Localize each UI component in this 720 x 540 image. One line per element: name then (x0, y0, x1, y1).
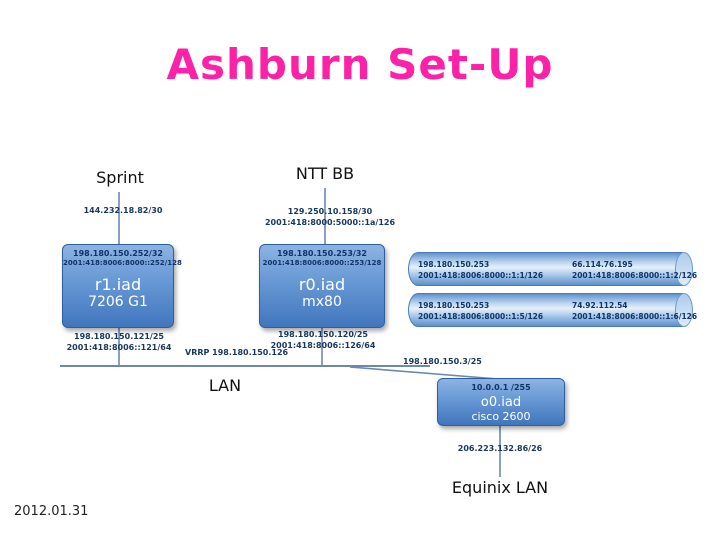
tunnel-2-local-ipv6: 2001:418:8006:8000::1:5/126 (418, 312, 544, 322)
r0-model: mx80 (302, 294, 342, 311)
vrrp-label: VRRP 198.180.150.126 (185, 348, 289, 357)
o0-name: o0.iad (480, 395, 522, 411)
r1-lan-ipv4: 198.180.150.121/25 (74, 332, 164, 341)
ntt-link-ipv6: 2001:418:8000:5000::1a/126 (264, 217, 396, 227)
r0-lan-ipv4: 198.180.150.120/25 (278, 330, 368, 339)
o0-model: cisco 2600 (471, 410, 531, 424)
slide-date: 2012.01.31 (14, 504, 89, 519)
tunnel-2-cylinder: 198.180.150.253 2001:418:8006:8000::1:5/… (408, 293, 697, 327)
r0-loopback-ipv6: 2001:418:8006:8000::253/128 (262, 259, 382, 268)
r1-model: 7206 G1 (88, 294, 148, 311)
r1-name: r1.iad (94, 275, 142, 295)
slide-title: Ashburn Set-Up (166, 40, 554, 89)
cylinder-cap (675, 252, 693, 286)
tunnel-2-local-ips: 198.180.150.253 2001:418:8006:8000::1:5/… (418, 300, 543, 323)
sprint-label: Sprint (96, 168, 144, 187)
tunnel-1-local-ipv6: 2001:418:8006:8000::1:1/126 (418, 271, 544, 281)
r1-loopback-ipv6: 2001:418:8006:8000::252/128 (63, 259, 182, 268)
ntt-link-ipv4: 129.250.10.158/30 (287, 207, 373, 216)
tunnel-1-remote-ips: 66.114.76.195 2001:418:8006:8000::1:2/12… (572, 259, 697, 282)
tunnel-2-local-ipv4: 198.180.150.253 (418, 301, 490, 310)
o0-ip: 10.0.0.1 /255 (471, 383, 531, 392)
ntt-link-ips: 129.250.10.158/30 2001:418:8000:5000::1a… (255, 207, 405, 229)
r0-name: r0.iad (298, 275, 346, 295)
lan-to-o0-line (349, 366, 499, 380)
tunnel-1-cylinder: 198.180.150.253 2001:418:8006:8000::1:1/… (408, 252, 697, 286)
router-r1-box: 198.180.150.252/32 2001:418:8006:8000::2… (62, 244, 182, 328)
tunnel-1-remote-ipv6: 2001:418:8006:8000::1:2/126 (572, 271, 698, 281)
o0-lan-ip: 198.180.150.3/25 (403, 357, 482, 366)
tunnel-2-remote-ips: 74.92.112.54 2001:418:8006:8000::1:6/126 (572, 300, 697, 323)
r0-loopback-ipv4: 198.180.150.253/32 (277, 249, 367, 258)
tunnel-1-local-ipv4: 198.180.150.253 (418, 260, 490, 269)
r1-loopback-ipv4: 198.180.150.252/32 (73, 249, 163, 258)
tunnel-2-remote-ipv4: 74.92.112.54 (572, 301, 628, 310)
ntt-bb-label: NTT BB (295, 164, 355, 183)
sprint-link-ip: 144.232.18.82/30 (83, 206, 163, 215)
tunnel-1-remote-ipv4: 66.114.76.195 (572, 260, 633, 269)
r1-lan-ips: 198.180.150.121/25 2001:418:8006::121/64 (58, 332, 180, 354)
router-o0-box: 10.0.0.1 /255 o0.iad cisco 2600 (437, 378, 565, 426)
r1-lan-ipv6: 2001:418:8006::121/64 (66, 342, 172, 352)
r0-lan-ips: 198.180.150.120/25 2001:418:8006::126/64 (262, 330, 384, 352)
equinix-lan-label: Equinix LAN (451, 478, 549, 497)
tunnel-2-remote-ipv6: 2001:418:8006:8000::1:6/126 (572, 312, 698, 322)
tunnel-1-local-ips: 198.180.150.253 2001:418:8006:8000::1:1/… (418, 259, 543, 282)
router-r0-box: 198.180.150.253/32 2001:418:8006:8000::2… (259, 244, 385, 328)
equinix-link-ip: 206.223.132.86/26 (457, 444, 543, 453)
lan-label: LAN (208, 376, 242, 395)
r0-lan-ipv6: 2001:418:8006::126/64 (270, 340, 376, 350)
cylinder-cap (675, 293, 693, 327)
